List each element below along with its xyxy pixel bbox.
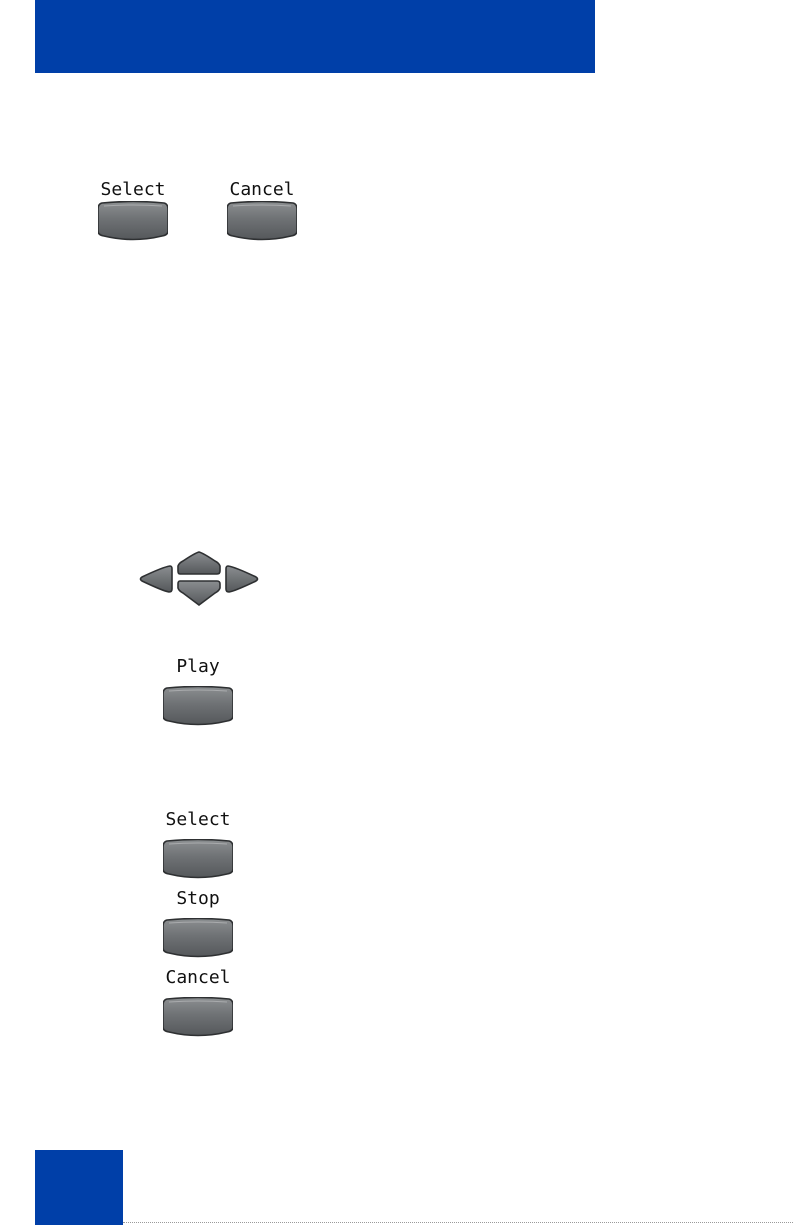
- nav-left-button[interactable]: [139, 564, 173, 594]
- softkey-shape-icon: [163, 686, 233, 726]
- nav-down-button[interactable]: [177, 579, 221, 607]
- right-arrow-icon: [225, 564, 259, 594]
- softkey-shape-icon: [163, 839, 233, 879]
- select-stack-softkey-button[interactable]: [163, 839, 233, 879]
- softkey-select-label: Select: [94, 180, 172, 200]
- header-band: [35, 0, 595, 73]
- left-arrow-icon: [139, 564, 173, 594]
- play-softkey-button[interactable]: [163, 686, 233, 726]
- softkey-select-stack-group: Select: [159, 810, 237, 882]
- softkey-stop-group: Stop: [159, 889, 237, 961]
- softkey-shape-icon: [227, 201, 297, 241]
- softkey-select-stack-label: Select: [159, 810, 237, 830]
- softkey-shape-icon: [163, 918, 233, 958]
- footer-band: [35, 1150, 123, 1225]
- softkey-cancel-stack-group: Cancel: [159, 968, 237, 1040]
- softkey-select-group: Select: [94, 180, 172, 252]
- stop-softkey-button[interactable]: [163, 918, 233, 958]
- softkey-play-label: Play: [159, 657, 237, 677]
- softkey-shape-icon: [163, 997, 233, 1037]
- bottom-divider: [123, 1222, 793, 1223]
- nav-up-button[interactable]: [177, 550, 221, 576]
- select-softkey-button[interactable]: [98, 201, 168, 241]
- softkey-play-group: Play: [159, 657, 237, 729]
- nav-right-button[interactable]: [225, 564, 259, 594]
- softkey-cancel-stack-label: Cancel: [159, 968, 237, 988]
- cancel-stack-softkey-button[interactable]: [163, 997, 233, 1037]
- navigation-cluster: [139, 550, 259, 608]
- down-arrow-icon: [177, 579, 221, 607]
- softkey-stop-label: Stop: [159, 889, 237, 909]
- softkey-shape-icon: [98, 201, 168, 241]
- softkey-cancel-label: Cancel: [223, 180, 301, 200]
- up-arrow-icon: [177, 550, 221, 576]
- softkey-cancel-group: Cancel: [223, 180, 301, 252]
- cancel-softkey-button[interactable]: [227, 201, 297, 241]
